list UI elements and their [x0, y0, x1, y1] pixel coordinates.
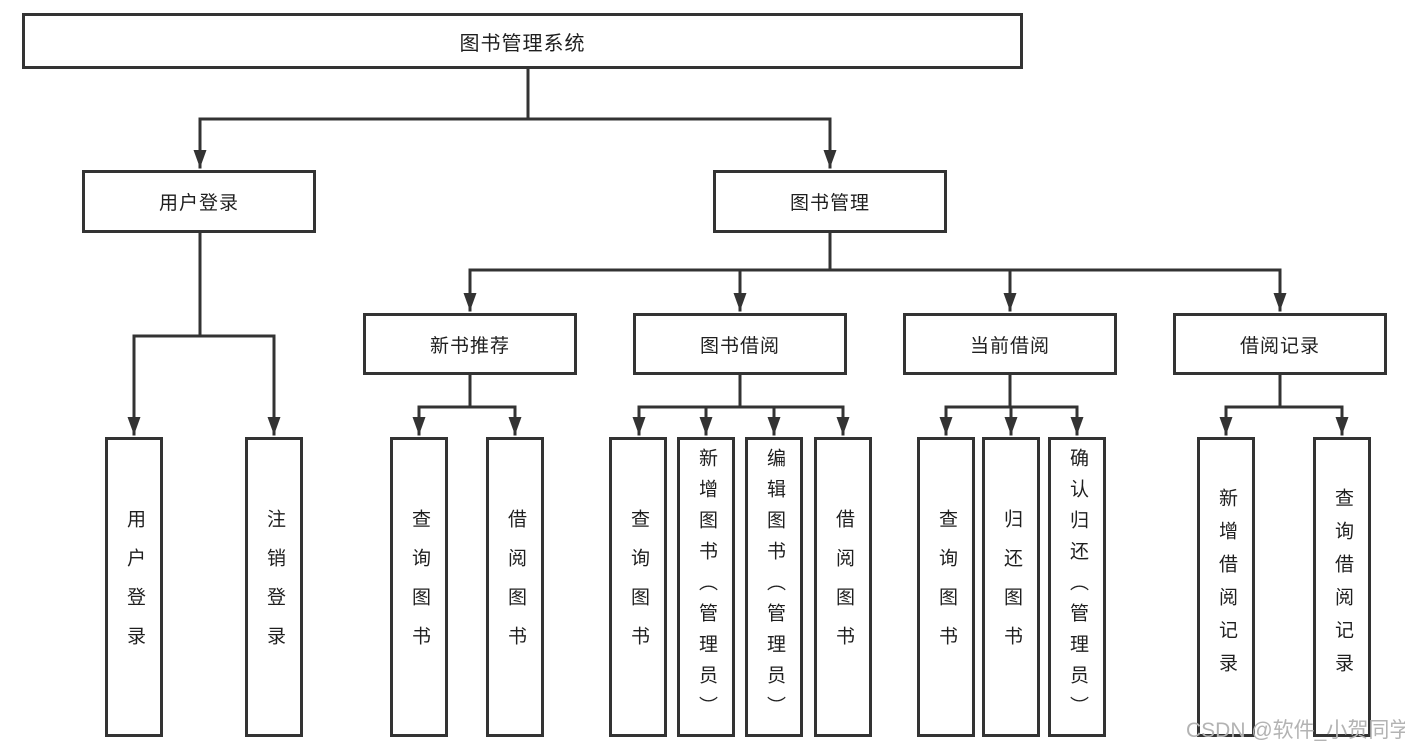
- node-book-management-label: 图书管理: [789, 193, 870, 214]
- leaf-records-query: 查询借阅记录: [1313, 437, 1371, 737]
- node-new-book: 新书推荐: [363, 313, 577, 375]
- leaf-logout-label: 注销登录: [264, 509, 285, 665]
- leaf-borrow-add-label: 新增图书（管理员）: [696, 447, 717, 727]
- leaf-borrow-edit: 编辑图书（管理员）: [745, 437, 803, 737]
- node-borrow-records-label: 借阅记录: [1239, 335, 1320, 357]
- leaf-records-query-label: 查询借阅记录: [1332, 488, 1353, 686]
- tree-edges: [127, 67, 1349, 436]
- leaf-current-return-label: 归还图书: [1001, 509, 1022, 665]
- node-borrow-records: 借阅记录: [1173, 313, 1387, 375]
- node-root-label: 图书管理系统: [459, 32, 586, 55]
- node-current-borrow-label: 当前借阅: [969, 335, 1050, 357]
- leaf-user-login: 用户登录: [105, 437, 163, 737]
- leaf-borrow-borrow-label: 借阅图书: [833, 509, 854, 665]
- node-user-login: 用户登录: [82, 170, 316, 233]
- node-new-book-label: 新书推荐: [429, 335, 510, 357]
- leaf-newbook-borrow-label: 借阅图书: [505, 509, 526, 665]
- leaf-borrow-borrow: 借阅图书: [814, 437, 872, 737]
- leaf-borrow-query-label: 查询图书: [628, 509, 649, 665]
- node-root: 图书管理系统: [22, 13, 1023, 69]
- leaf-newbook-query: 查询图书: [390, 437, 448, 737]
- leaf-user-login-label: 用户登录: [124, 509, 145, 665]
- leaf-borrow-query: 查询图书: [609, 437, 667, 737]
- leaf-current-query: 查询图书: [917, 437, 975, 737]
- leaf-current-confirm: 确认归还（管理员）: [1048, 437, 1106, 737]
- csdn-watermark: CSDN @软件_小贺同学: [1186, 719, 1405, 742]
- leaf-current-confirm-label: 确认归还（管理员）: [1067, 447, 1088, 727]
- node-book-borrow-label: 图书借阅: [699, 335, 780, 357]
- node-book-borrow: 图书借阅: [633, 313, 847, 375]
- leaf-records-add-label: 新增借阅记录: [1216, 488, 1237, 686]
- leaf-logout: 注销登录: [245, 437, 303, 737]
- node-user-login-label: 用户登录: [158, 193, 239, 214]
- node-current-borrow: 当前借阅: [903, 313, 1117, 375]
- leaf-current-return: 归还图书: [982, 437, 1040, 737]
- node-book-management: 图书管理: [713, 170, 947, 233]
- leaf-newbook-query-label: 查询图书: [409, 509, 430, 665]
- leaf-borrow-add: 新增图书（管理员）: [677, 437, 735, 737]
- leaf-records-add: 新增借阅记录: [1197, 437, 1255, 737]
- leaf-borrow-edit-label: 编辑图书（管理员）: [764, 447, 785, 727]
- leaf-newbook-borrow: 借阅图书: [486, 437, 544, 737]
- leaf-current-query-label: 查询图书: [936, 509, 957, 665]
